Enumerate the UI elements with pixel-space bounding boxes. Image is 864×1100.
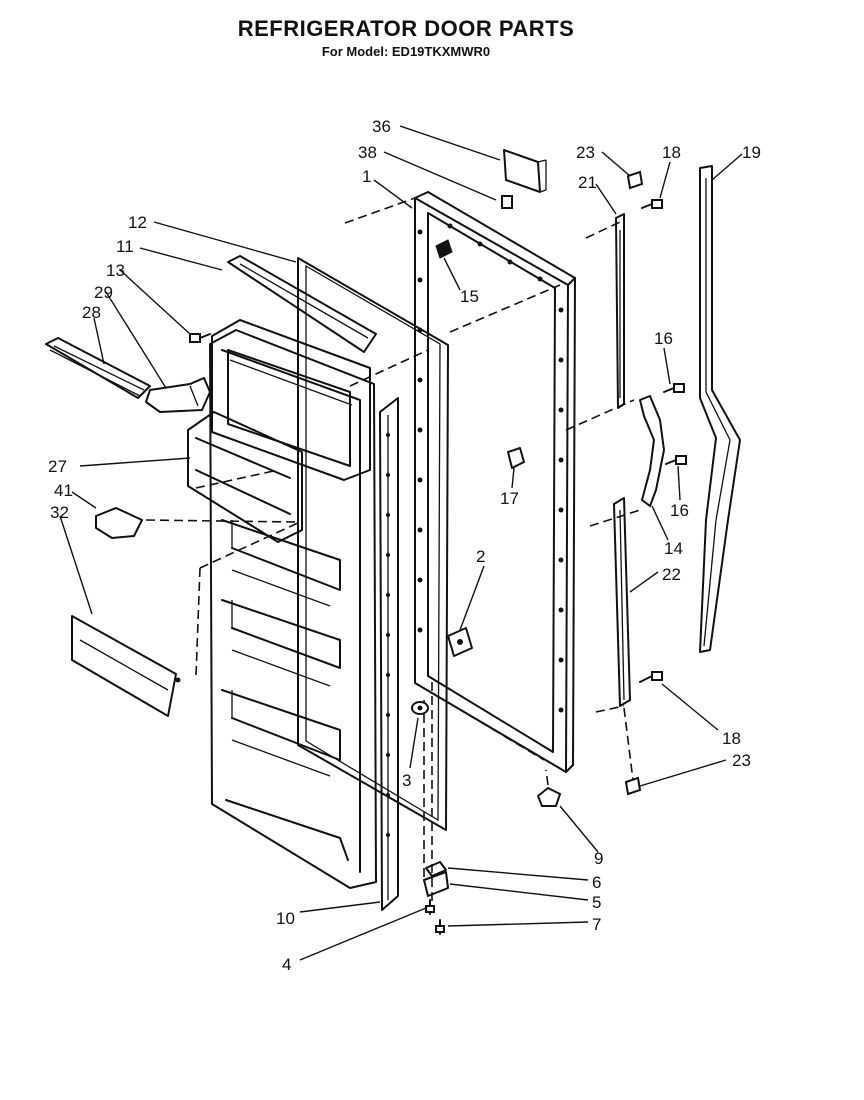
- callout-22: 22: [662, 565, 681, 584]
- callout-16-top: 16: [654, 329, 673, 348]
- top-door-bracket: [227, 255, 377, 353]
- callout-7: 7: [592, 915, 601, 934]
- callout-6: 6: [592, 873, 601, 892]
- callout-11: 11: [116, 237, 134, 256]
- callout-28: 28: [82, 303, 101, 322]
- callout-21: 21: [578, 173, 597, 192]
- screw-16-lower: [665, 455, 687, 465]
- callout-32: 32: [50, 503, 69, 522]
- leader-lines: [59, 125, 743, 961]
- callout-5: 5: [592, 893, 601, 912]
- door-cam: [411, 701, 429, 715]
- model-subtitle: For Model: ED19TKXMWR0: [321, 44, 491, 59]
- screw-13: [189, 333, 211, 343]
- bottom-hinge: [423, 861, 449, 935]
- callout-41: 41: [54, 481, 73, 500]
- door-gasket: [297, 257, 449, 831]
- breaker-strip: [379, 397, 399, 911]
- model-tag: [503, 149, 547, 193]
- label-38: [501, 195, 513, 209]
- dispenser-cover: [95, 507, 143, 539]
- callout-16-bottom: 16: [670, 501, 689, 520]
- callout-2: 2: [476, 547, 485, 566]
- callout-18-bottom: 18: [722, 729, 741, 748]
- callout-1: 1: [362, 167, 371, 186]
- callout-numbers: 36 38 1 12 11 13 29 28 27 41 32 15 17 2 …: [48, 117, 761, 974]
- callout-10: 10: [276, 909, 295, 928]
- callout-36: 36: [372, 117, 391, 136]
- outer-door-panel: [414, 191, 576, 773]
- callout-27: 27: [48, 457, 67, 476]
- panel-screw-holes: [417, 223, 564, 713]
- clip-17: [507, 447, 525, 469]
- screw-16-upper: [663, 383, 685, 393]
- callout-13: 13: [106, 261, 125, 280]
- page-title: REFRIGERATOR DOOR PARTS: [237, 16, 575, 41]
- door-stop: [447, 627, 473, 657]
- callout-4: 4: [282, 955, 291, 974]
- callout-38: 38: [358, 143, 377, 162]
- cap-23-upper: [626, 170, 644, 190]
- inner-door-liner: [209, 329, 377, 889]
- callout-23-bottom: 23: [732, 751, 751, 770]
- door-shelf: [187, 411, 303, 543]
- callout-3: 3: [402, 771, 411, 790]
- handle-bracket: [639, 395, 665, 507]
- callout-23-top: 23: [576, 143, 595, 162]
- callout-19: 19: [742, 143, 761, 162]
- callout-18-top: 18: [662, 143, 681, 162]
- callout-12: 12: [128, 213, 147, 232]
- shelf-front: [71, 615, 181, 717]
- shelf-retainer-bracket: [145, 377, 211, 413]
- callout-9: 9: [594, 849, 603, 868]
- callout-14: 14: [664, 539, 683, 558]
- screw-18-upper: [641, 199, 663, 209]
- upper-handle-trim: [615, 213, 625, 409]
- top-dairy-compartment: [211, 319, 371, 481]
- lower-handle-trim: [613, 497, 631, 707]
- callout-15: 15: [460, 287, 479, 306]
- door-handle: [699, 165, 741, 653]
- hinge-bushing: [536, 786, 562, 807]
- callout-29: 29: [94, 283, 113, 302]
- callout-17: 17: [500, 489, 519, 508]
- screw-18-lower: [639, 671, 663, 683]
- trim-bar: [45, 337, 151, 399]
- cap-23-lower: [624, 776, 642, 796]
- plug-15: [435, 239, 453, 259]
